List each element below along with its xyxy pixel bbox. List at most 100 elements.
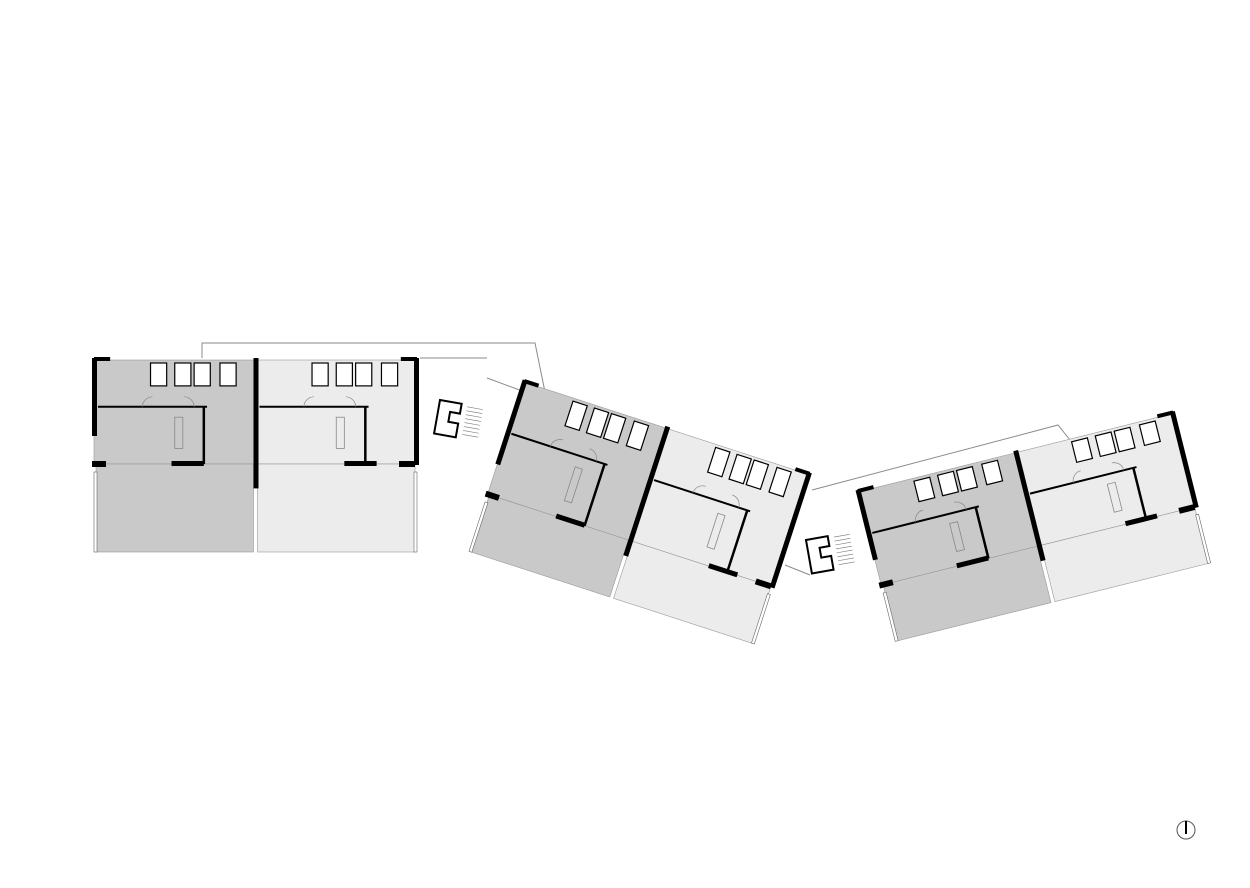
- wall: [555, 513, 586, 528]
- wall: [794, 467, 811, 476]
- partition-wall: [1029, 466, 1137, 495]
- wall: [94, 357, 111, 361]
- apartment-unit-dark: [470, 381, 668, 598]
- terrace-post: [882, 591, 899, 642]
- partition-wall: [974, 506, 990, 559]
- kitchen-island: [174, 416, 184, 449]
- building-east: [855, 410, 1211, 642]
- stair-step: [463, 430, 479, 434]
- stair-step: [465, 418, 481, 422]
- party-wall: [623, 425, 671, 557]
- door-swing: [1111, 462, 1125, 471]
- building-west: [92, 357, 419, 553]
- partition-wall: [726, 509, 749, 573]
- bathroom: [706, 446, 731, 478]
- bathroom: [936, 470, 960, 497]
- stair-west: [432, 398, 855, 575]
- stair-step: [464, 422, 481, 426]
- partition-wall: [653, 479, 751, 513]
- door-swing: [184, 396, 195, 407]
- bathroom: [1138, 420, 1161, 447]
- bathroom: [174, 362, 192, 387]
- apartment-unit-light: [255, 359, 418, 553]
- wall: [754, 578, 772, 590]
- apartment-unit-light: [1015, 413, 1210, 602]
- wall: [344, 461, 377, 466]
- stair-west: [432, 398, 484, 439]
- stair-step: [463, 426, 480, 430]
- wall: [769, 471, 812, 589]
- stair-step: [833, 534, 850, 538]
- terrace-post: [93, 471, 98, 553]
- bathroom: [1094, 431, 1117, 458]
- bathroom: [380, 362, 399, 387]
- terrace-post: [751, 593, 771, 645]
- wall: [523, 379, 540, 388]
- wall: [1156, 410, 1174, 419]
- terrace: [257, 463, 416, 553]
- stair-step: [465, 414, 482, 418]
- bathroom: [193, 362, 211, 387]
- terrace-post: [413, 471, 418, 553]
- wall: [484, 490, 500, 501]
- wall: [1178, 504, 1196, 514]
- bathroom: [585, 407, 610, 439]
- kitchen-island: [335, 416, 345, 449]
- stair-core: [432, 398, 463, 439]
- partition-wall: [1132, 467, 1148, 520]
- bathroom: [955, 465, 979, 492]
- wall: [956, 555, 989, 569]
- bathroom: [564, 400, 589, 432]
- north-arrow-icon: [1176, 820, 1196, 840]
- stair-step: [467, 406, 484, 410]
- wall: [1124, 513, 1158, 527]
- door-swing: [1072, 470, 1081, 483]
- party-wall: [253, 358, 259, 489]
- bathroom: [602, 412, 627, 444]
- terrace: [95, 463, 254, 553]
- apartment-unit-light: [613, 427, 810, 644]
- exterior-walls: [855, 410, 1199, 589]
- bathroom: [311, 362, 329, 387]
- kitchen-island: [563, 466, 583, 504]
- bathroom: [980, 459, 1004, 486]
- wall: [708, 563, 739, 578]
- wall: [878, 579, 894, 589]
- stair-step: [838, 557, 854, 562]
- stair-step: [838, 561, 855, 565]
- party-wall: [1013, 450, 1046, 562]
- door-swing: [954, 501, 967, 510]
- bathroom: [768, 466, 793, 498]
- stair-step: [836, 549, 853, 554]
- bathroom: [745, 459, 770, 491]
- door-swing: [345, 396, 356, 407]
- wall: [400, 357, 417, 361]
- stair-step: [834, 537, 851, 542]
- partition-wall: [872, 505, 980, 534]
- stair-step: [837, 553, 854, 558]
- stair-step: [835, 541, 852, 546]
- bathroom: [355, 362, 373, 387]
- apartment-unit-dark: [93, 359, 256, 553]
- partition-wall: [511, 432, 608, 466]
- terrace-post: [1195, 513, 1211, 564]
- bathroom: [335, 362, 353, 387]
- site-outline: [201, 342, 1071, 576]
- kitchen-island: [706, 512, 726, 550]
- wall: [855, 489, 878, 561]
- wall: [414, 358, 419, 465]
- bathroom: [728, 453, 753, 485]
- bathroom: [219, 362, 237, 387]
- wall: [1169, 410, 1199, 509]
- building-middle: [468, 379, 812, 645]
- bathroom: [625, 420, 650, 452]
- wall: [171, 461, 204, 466]
- door-swing: [550, 439, 564, 447]
- wall: [399, 461, 415, 467]
- bathroom: [1113, 426, 1136, 453]
- partition-wall: [583, 463, 606, 527]
- wall: [92, 461, 106, 467]
- apartment-unit-dark: [857, 452, 1052, 642]
- stair-east: [804, 534, 855, 575]
